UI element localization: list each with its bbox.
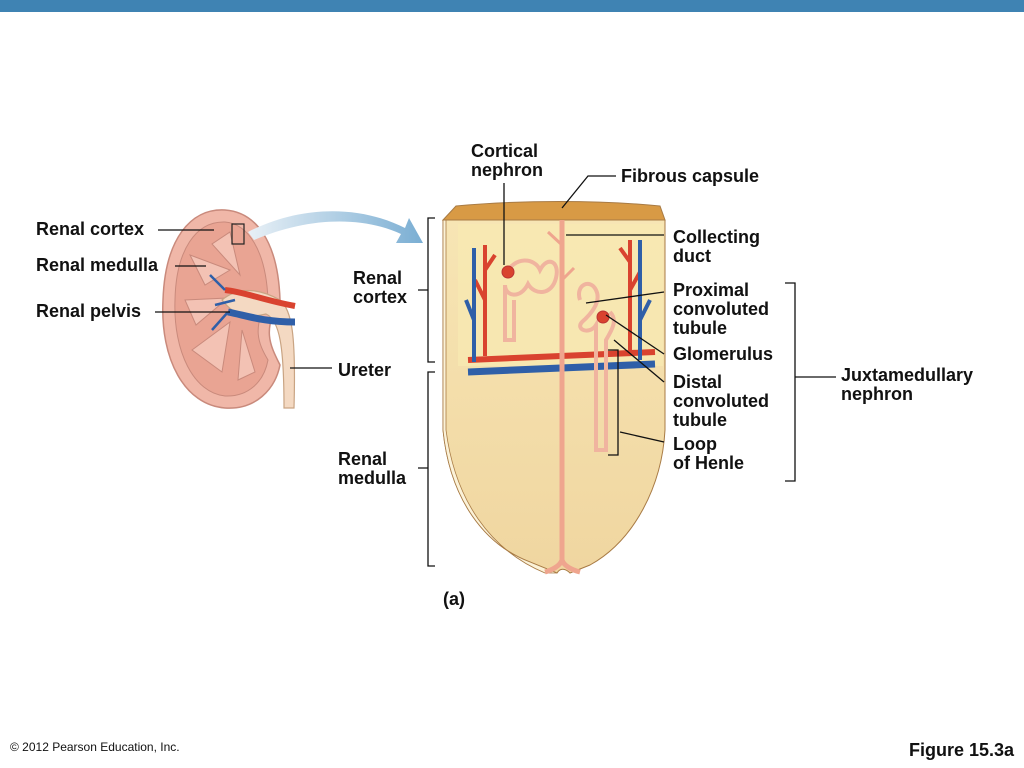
kidney-section xyxy=(162,209,296,409)
label-loop-of-henle: Loop of Henle xyxy=(673,434,745,473)
label-renal-pelvis: Renal pelvis xyxy=(36,301,142,321)
kidney-wedge xyxy=(441,201,666,575)
label-glomerulus: Glomerulus xyxy=(673,344,774,364)
label-ureter: Ureter xyxy=(338,360,392,380)
magnify-arrow xyxy=(248,211,423,243)
label-proximal-convoluted-tubule: Proximal convoluted tubule xyxy=(673,280,770,338)
leader-lines xyxy=(155,175,836,567)
label-juxtamedullary-nephron: Juxtamedullary nephron xyxy=(841,365,974,404)
label-cortical-nephron: Cortical nephron xyxy=(471,141,543,180)
label-renal-medulla-bracket: Renal medulla xyxy=(338,449,407,488)
panel-label: (a) xyxy=(443,589,465,609)
label-distal-convoluted-tubule: Distal convoluted tubule xyxy=(673,372,770,430)
label-fibrous-capsule: Fibrous capsule xyxy=(621,166,760,186)
header-bar xyxy=(0,0,1024,12)
label-renal-cortex-bracket: Renal cortex xyxy=(353,268,408,307)
label-renal-medulla: Renal medulla xyxy=(36,255,159,275)
label-renal-cortex: Renal cortex xyxy=(36,219,145,239)
copyright-text: © 2012 Pearson Education, Inc. xyxy=(10,740,180,754)
figure-caption: Figure 15.3a xyxy=(908,740,1014,760)
label-collecting-duct: Collecting duct xyxy=(673,227,761,266)
